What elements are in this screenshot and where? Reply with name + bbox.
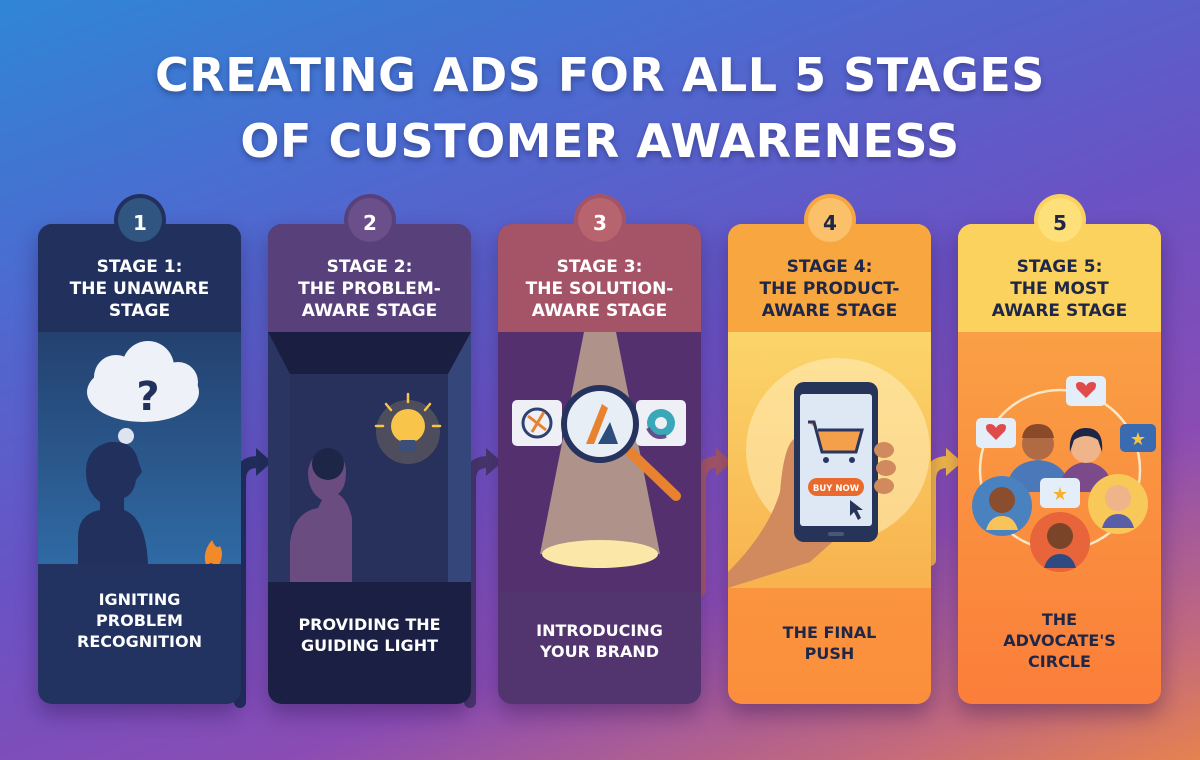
question-mark-icon: ? [136, 374, 159, 420]
stage-3-number-badge: 3 [578, 198, 622, 242]
stage-1-heading-line: STAGE 1: [96, 257, 183, 277]
advocate-avatar [1088, 474, 1148, 534]
lightbulb-icon [374, 392, 442, 464]
stage-1-caption-line: RECOGNITION [77, 632, 202, 651]
stage-5-heading: STAGE 5: THE MOST AWARE STAGE [958, 224, 1161, 332]
stage-1-illustration: ? [38, 332, 241, 564]
stage-2-heading-line: STAGE 2: [326, 257, 413, 277]
title-line-1: CREATING ADS FOR ALL 5 STAGES [155, 48, 1045, 102]
magnifying-glass-icon [561, 385, 681, 501]
page-title: CREATING ADS FOR ALL 5 STAGES OF CUSTOME… [0, 42, 1200, 174]
stage-5-heading-line: STAGE 5: [1016, 257, 1103, 277]
buy-now-label: BUY NOW [813, 484, 860, 494]
stage-5-caption: THE ADVOCATE'S CIRCLE [958, 609, 1161, 672]
hand-icon [728, 438, 848, 588]
stage-3-caption: INTRODUCING YOUR BRAND [498, 620, 701, 662]
stage-2-heading: STAGE 2: THE PROBLEM- AWARE STAGE [268, 224, 471, 332]
stage-1-number-badge: 1 [118, 198, 162, 242]
stage-5-caption-line: THE [1041, 610, 1078, 629]
svg-text:★: ★ [1052, 484, 1068, 505]
stage-1-caption-line: IGNITING [98, 590, 181, 609]
stage-4-heading-line: AWARE STAGE [761, 301, 898, 321]
stage-3-heading-line: AWARE STAGE [531, 301, 668, 321]
stage-5-heading-line: AWARE STAGE [991, 301, 1128, 321]
buy-now-button [808, 478, 864, 496]
thought-cloud-icon: ? [87, 341, 199, 455]
heart-speech-bubble-icon [1066, 376, 1106, 406]
stage-1-caption-line: PROBLEM [96, 611, 183, 630]
stage-2-heading-line: THE PROBLEM- [298, 279, 441, 299]
stage-5-heading-line: THE MOST [1010, 279, 1109, 299]
stage-3-caption-line: INTRODUCING [536, 621, 663, 640]
stage-2-caption-line: PROVIDING THE [298, 615, 441, 634]
stage-card-5: STAGE 5: THE MOST AWARE STAGE [958, 224, 1161, 704]
thinking-person-icon [290, 452, 352, 582]
stage-2-heading-line: AWARE STAGE [301, 301, 438, 321]
stage-3-heading-line: THE SOLUTION- [525, 279, 674, 299]
person-silhouette-icon [78, 441, 148, 564]
stage-1-heading: STAGE 1: THE UNAWARE STAGE [38, 224, 241, 332]
stage-card-2: STAGE 2: THE PROBLEM- AWARE STAGE [268, 224, 471, 704]
stage-2-caption: PROVIDING THE GUIDING LIGHT [268, 614, 471, 656]
stage-4-heading-line: STAGE 4: [786, 257, 873, 277]
stage-1-heading-line: STAGE [108, 301, 171, 321]
stage-3-caption-line: YOUR BRAND [539, 642, 660, 661]
stage-4-heading: STAGE 4: THE PRODUCT- AWARE STAGE [728, 224, 931, 332]
stage-4-heading-line: THE PRODUCT- [759, 279, 900, 299]
stage-5-caption-line: ADVOCATE'S [1003, 631, 1116, 650]
star-speech-bubble-icon: ★ [1040, 478, 1080, 508]
stage-4-caption-line: THE FINAL [782, 623, 877, 642]
stage-4-caption-line: PUSH [804, 644, 855, 663]
stage-5-number-badge: 5 [1038, 198, 1082, 242]
title-line-2: OF CUSTOMER AWARENESS [240, 114, 960, 168]
advocate-avatar [972, 476, 1032, 536]
stage-5-illustration: ★ ★ [958, 332, 1161, 592]
cursor-icon [850, 500, 863, 520]
smartphone-icon [794, 382, 878, 542]
heart-speech-bubble-icon [976, 418, 1016, 448]
stage-4-number-badge: 4 [808, 198, 852, 242]
star-speech-bubble-icon: ★ [1120, 424, 1156, 452]
stage-2-illustration [268, 332, 471, 582]
stage-2-number-badge: 2 [348, 198, 392, 242]
stage-2-caption-line: GUIDING LIGHT [301, 636, 438, 655]
stage-4-illustration: BUY NOW [728, 332, 931, 588]
stage-3-heading: STAGE 3: THE SOLUTION- AWARE STAGE [498, 224, 701, 332]
stage-5-caption-line: CIRCLE [1028, 652, 1091, 671]
stage-1-heading-line: THE UNAWARE [69, 279, 210, 299]
stage-card-1: STAGE 1: THE UNAWARE STAGE ? IGNITING [38, 224, 241, 704]
stage-1-caption: IGNITING PROBLEM RECOGNITION [38, 589, 241, 652]
match-flame-icon [204, 540, 222, 564]
stage-3-illustration [498, 332, 701, 592]
shopping-cart-icon [808, 420, 864, 463]
svg-text:★: ★ [1130, 429, 1146, 450]
stage-3-heading-line: STAGE 3: [556, 257, 643, 277]
stage-card-4: STAGE 4: THE PRODUCT- AWARE STAGE BUY NO… [728, 224, 931, 704]
stage-card-3: STAGE 3: THE SOLUTION- AWARE STAGE INTRO… [498, 224, 701, 704]
stage-4-caption: THE FINAL PUSH [728, 622, 931, 664]
advocate-avatar [1030, 512, 1090, 572]
